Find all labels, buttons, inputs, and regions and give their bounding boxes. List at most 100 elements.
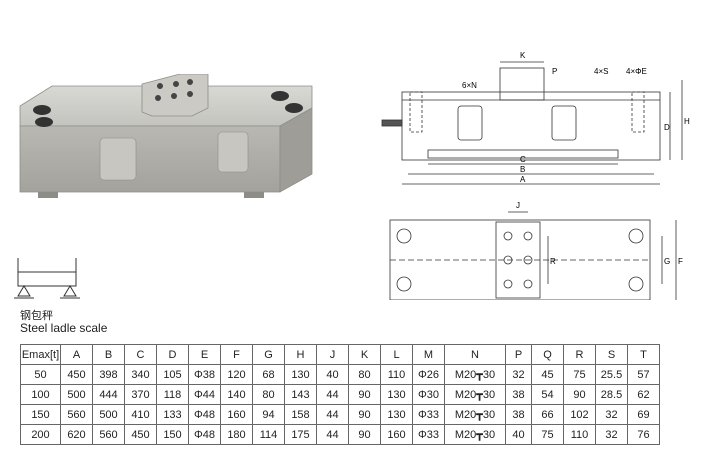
spec-cell: 102 — [563, 404, 596, 425]
spec-cell: 150 — [156, 424, 189, 445]
spec-table: Emax[t] A B C D E F G H J K L M N P Q R … — [20, 344, 660, 445]
label-A: A — [520, 175, 526, 184]
spec-cell: 444 — [92, 384, 125, 405]
spec-cell: 398 — [92, 364, 125, 385]
spec-cell: 40 — [316, 364, 349, 385]
spec-cell: 69 — [627, 404, 660, 425]
top-view-drawing: J R G F — [389, 201, 683, 300]
spec-cell: 150 — [20, 404, 61, 425]
spec-cell: 32 — [595, 424, 628, 445]
label-R: R — [550, 257, 556, 266]
spec-cell: 44 — [316, 424, 349, 445]
spec-cell: 38 — [505, 404, 532, 425]
spec-cell: 560 — [60, 404, 93, 425]
spec-cell: 66 — [531, 404, 564, 425]
label-H: H — [684, 117, 690, 126]
spec-cell: 180 — [220, 424, 253, 445]
spec-cell: 105 — [156, 364, 189, 385]
spec-cell: 133 — [156, 404, 189, 425]
col-T: T — [627, 344, 660, 365]
label-F: F — [678, 257, 683, 266]
col-B: B — [92, 344, 125, 365]
spec-cell: 450 — [60, 364, 93, 385]
col-S: S — [595, 344, 628, 365]
spec-cell: 90 — [348, 384, 381, 405]
spec-cell: 100 — [20, 384, 61, 405]
spec-cell: 560 — [92, 424, 125, 445]
spec-cell: 158 — [284, 404, 317, 425]
spec-cell: M20┳30 — [444, 364, 506, 385]
col-C: C — [124, 344, 157, 365]
spec-cell: Φ48 — [188, 424, 221, 445]
col-A: A — [60, 344, 93, 365]
col-J: J — [316, 344, 349, 365]
label-P: P — [552, 67, 557, 76]
spec-cell: 143 — [284, 384, 317, 405]
side-view-drawing: K P 4×S 4×ΦE 6×N D H C B A — [381, 51, 690, 185]
spec-cell: 76 — [627, 424, 660, 445]
label-J: J — [516, 201, 520, 210]
spec-cell: Φ30 — [412, 384, 445, 405]
spec-cell: 90 — [348, 404, 381, 425]
spec-cell: 500 — [92, 404, 125, 425]
spec-cell: 38 — [505, 384, 532, 405]
spec-cell: 75 — [563, 364, 596, 385]
col-R: R — [563, 344, 596, 365]
col-P: P — [505, 344, 532, 365]
spec-cell: 94 — [252, 404, 285, 425]
label-6xN: 6×N — [462, 81, 477, 90]
spec-cell: 340 — [124, 364, 157, 385]
col-N: N — [444, 344, 506, 365]
spec-cell: 370 — [124, 384, 157, 405]
spec-cell: 110 — [563, 424, 596, 445]
load-cell-photo — [19, 74, 313, 198]
caption-chinese: 钢包秤 — [20, 310, 53, 322]
spec-header-row: Emax[t] A B C D E F G H J K L M N P Q R … — [20, 344, 660, 365]
spec-cell: 120 — [220, 364, 253, 385]
spec-cell: 620 — [60, 424, 93, 445]
spec-cell: 130 — [380, 384, 413, 405]
spec-cell: 25.5 — [595, 364, 628, 385]
spec-cell: 200 — [20, 424, 61, 445]
spec-cell: 450 — [124, 424, 157, 445]
spec-cell: 50 — [20, 364, 61, 385]
spec-cell: 40 — [505, 424, 532, 445]
label-B: B — [520, 165, 525, 174]
caption-english: Steel ladle scale — [20, 321, 108, 335]
spec-cell: Φ44 — [188, 384, 221, 405]
spec-cell: 130 — [284, 364, 317, 385]
spec-cell: 500 — [60, 384, 93, 405]
spec-cell: 130 — [380, 404, 413, 425]
spec-cell: 75 — [531, 424, 564, 445]
spec-cell: Φ33 — [412, 424, 445, 445]
spec-cell: 68 — [252, 364, 285, 385]
spec-cell: 44 — [316, 404, 349, 425]
col-D: D — [156, 344, 189, 365]
col-L: L — [380, 344, 413, 365]
col-emax: Emax[t] — [20, 344, 61, 365]
spec-cell: 90 — [563, 384, 596, 405]
label-D: D — [664, 123, 670, 132]
spec-cell: Φ33 — [412, 404, 445, 425]
label-C: C — [520, 155, 526, 164]
spec-cell: 80 — [252, 384, 285, 405]
spec-cell: 160 — [220, 404, 253, 425]
scale-symbol-icon — [14, 258, 80, 299]
col-M: M — [412, 344, 445, 365]
col-K: K — [348, 344, 381, 365]
spec-cell: 110 — [380, 364, 413, 385]
spec-cell: 62 — [627, 384, 660, 405]
spec-cell: 118 — [156, 384, 189, 405]
col-H: H — [284, 344, 317, 365]
col-Q: Q — [531, 344, 564, 365]
col-G: G — [252, 344, 285, 365]
spec-cell: 80 — [348, 364, 381, 385]
spec-cell: Φ38 — [188, 364, 221, 385]
spec-cell: 410 — [124, 404, 157, 425]
spec-cell: 114 — [252, 424, 285, 445]
spec-cell: 160 — [380, 424, 413, 445]
spec-cell: 57 — [627, 364, 660, 385]
